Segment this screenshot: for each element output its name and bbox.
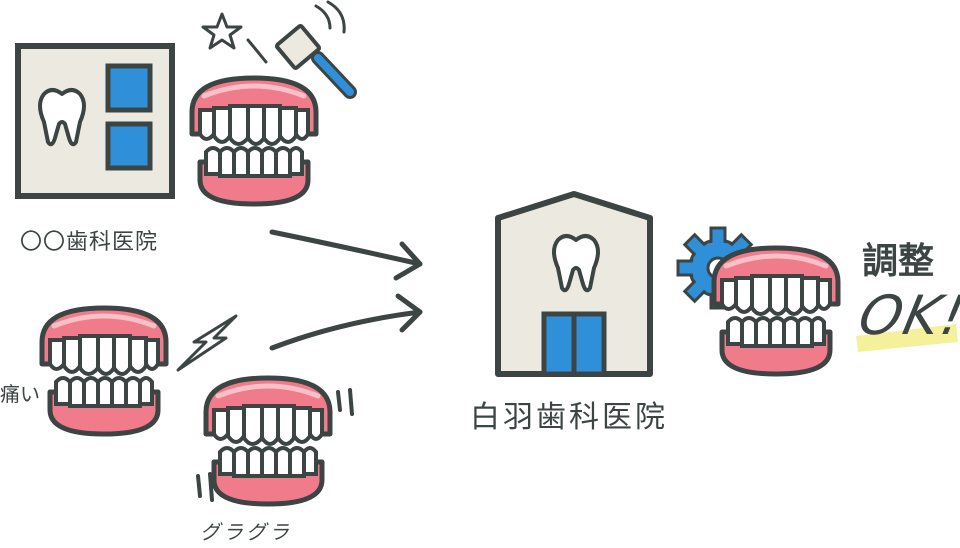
ok-highlight <box>856 324 958 352</box>
other-clinic-panel <box>15 43 175 199</box>
denture-icon <box>714 248 838 374</box>
clinic-name-label: 白羽歯科医院 <box>470 400 668 435</box>
lightning-icon <box>176 314 238 372</box>
pain-label: 痛い <box>0 382 40 406</box>
clinic-building <box>495 191 653 377</box>
adjust-label: 調整 <box>862 241 935 282</box>
denture-icon <box>192 78 316 204</box>
denture-icon <box>42 308 166 434</box>
arrow-icon <box>269 229 423 351</box>
denture-icon <box>206 378 330 504</box>
other-clinic-label: 〇〇歯科医院 <box>20 230 159 255</box>
ok-label: OK! <box>853 284 960 347</box>
star-icon <box>201 12 243 50</box>
hammer-icon <box>274 0 357 99</box>
wobble-label: グラグラ <box>200 520 292 544</box>
